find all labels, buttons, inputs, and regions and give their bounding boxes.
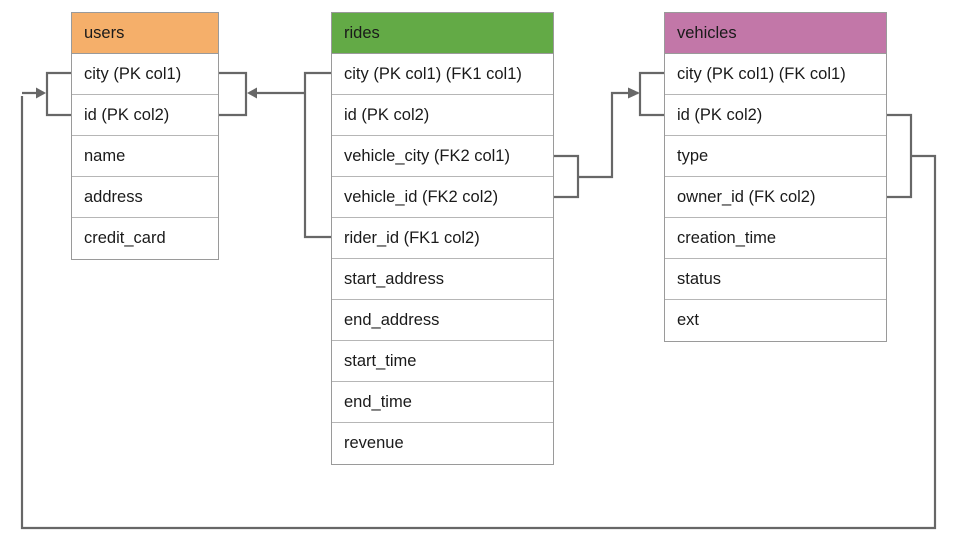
entity-table-vehicles[interactable]: vehicles city (PK col1) (FK col1) id (PK… [664,12,887,342]
column-users-city[interactable]: city (PK col1) [72,54,218,95]
vehicles-left-bracket [638,71,664,117]
rides-fk1-left-bracket [303,71,331,239]
vehicles-to-users-run [20,96,937,530]
column-vehicles-creation-time[interactable]: creation_time [665,218,886,259]
column-vehicles-id[interactable]: id (PK col2) [665,95,886,136]
entity-table-users[interactable]: users city (PK col1) id (PK col2) name a… [71,12,219,260]
arrowhead-into-users-left [36,87,46,99]
users-right-bracket [219,71,248,117]
vehicles-fk-right-bracket [887,113,913,199]
rides-to-vehicles-run [578,91,638,179]
column-rides-revenue[interactable]: revenue [332,423,553,464]
entity-table-rides[interactable]: rides city (PK col1) (FK1 col1) id (PK c… [331,12,554,465]
column-rides-start-address[interactable]: start_address [332,259,553,300]
column-users-address[interactable]: address [72,177,218,218]
column-vehicles-ext[interactable]: ext [665,300,886,341]
column-vehicles-city[interactable]: city (PK col1) (FK col1) [665,54,886,95]
column-rides-city[interactable]: city (PK col1) (FK1 col1) [332,54,553,95]
table-header-rides: rides [332,13,553,54]
column-vehicles-type[interactable]: type [665,136,886,177]
arrowhead-into-users-right [247,87,257,99]
column-rides-rider-id[interactable]: rider_id (FK1 col2) [332,218,553,259]
column-rides-vehicle-id[interactable]: vehicle_id (FK2 col2) [332,177,553,218]
column-rides-start-time[interactable]: start_time [332,341,553,382]
column-vehicles-status[interactable]: status [665,259,886,300]
column-rides-id[interactable]: id (PK col2) [332,95,553,136]
column-users-name[interactable]: name [72,136,218,177]
column-rides-end-address[interactable]: end_address [332,300,553,341]
column-users-id[interactable]: id (PK col2) [72,95,218,136]
column-rides-end-time[interactable]: end_time [332,382,553,423]
rides-fk2-right-bracket [554,154,580,199]
column-rides-vehicle-city[interactable]: vehicle_city (FK2 col1) [332,136,553,177]
table-header-vehicles: vehicles [665,13,886,54]
table-header-users: users [72,13,218,54]
column-users-credit-card[interactable]: credit_card [72,218,218,259]
users-left-bracket [45,71,71,117]
column-vehicles-owner-id[interactable]: owner_id (FK col2) [665,177,886,218]
arrowhead-into-vehicles [628,87,640,99]
